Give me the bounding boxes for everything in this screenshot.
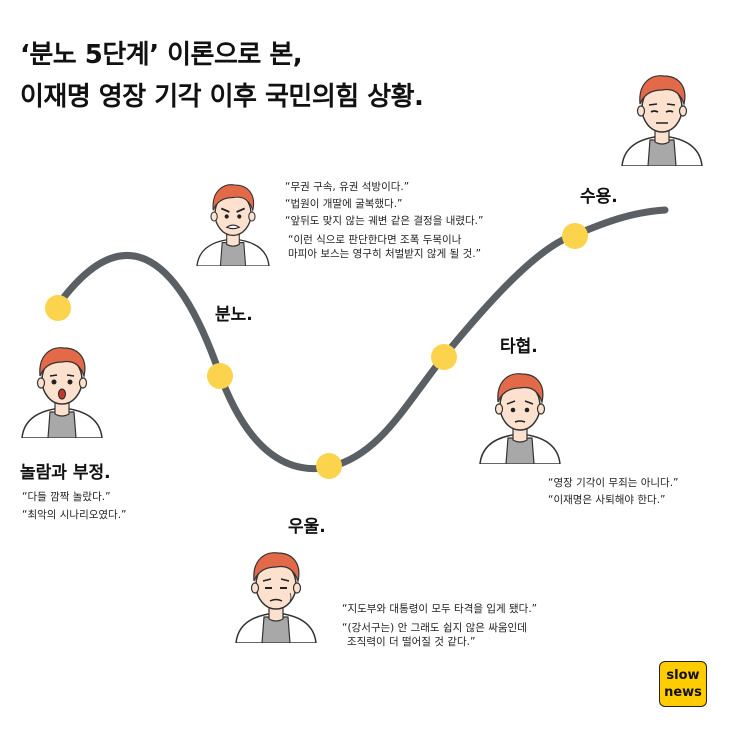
stage-dot-denial [45, 295, 71, 321]
quote-anger-3: “앞뒤도 맞지 않는 궤변 같은 결정을 내렸다.” [285, 215, 484, 227]
stage-label-bargaining: 타협. [500, 337, 538, 357]
slownews-logo: slow news [659, 661, 707, 707]
logo-line-2: news [664, 685, 702, 700]
stage-label-acceptance: 수용. [580, 187, 618, 207]
quote-anger-1: “무권 구속, 유권 석방이다.” [285, 181, 410, 193]
stage-label-denial: 놀람과 부정. [20, 463, 111, 483]
quote-denial-2: “최악의 시나리오였다.” [22, 509, 127, 521]
stage-label-depression: 우울. [288, 517, 326, 537]
stage-dot-acceptance [562, 223, 588, 249]
title-line-1: ‘분노 5단계’ 이론으로 본, [20, 40, 303, 70]
title-line-2: 이재명 영장 기각 이후 국민의힘 상황. [20, 82, 424, 112]
page-title: ‘분노 5단계’ 이론으로 본, 이재명 영장 기각 이후 국민의힘 상황. [20, 34, 424, 118]
stage-label-anger: 분노. [215, 305, 253, 325]
quote-bargaining-2: “이재명은 사퇴해야 한다.” [548, 494, 666, 506]
logo-line-1: slow [666, 668, 700, 683]
person-anger-illustration [188, 172, 278, 270]
quote-depression-2: “(강서구는) 안 그래도 쉽지 않은 싸움인데 [342, 622, 527, 634]
quote-denial-1: “다들 깜짝 놀랐다.” [22, 491, 111, 503]
quote-anger-2: “법원이 개딸에 굴복했다.” [285, 198, 403, 210]
person-denial-illustration [12, 336, 112, 440]
quote-anger-4: “이런 식으로 판단한다면 조폭 두목이나 [288, 234, 462, 246]
stage-dot-anger [207, 363, 233, 389]
quote-bargaining-1: “영장 기각이 무죄는 아니다.” [548, 477, 679, 489]
person-acceptance-illustration [612, 64, 712, 168]
quote-depression-1: “지도부와 대통령이 모두 타격을 입게 됐다.” [342, 603, 538, 615]
person-bargaining-illustration [470, 362, 570, 466]
person-depression-illustration [226, 540, 326, 646]
quote-depression-3: 조직력이 더 떨어질 것 같다.” [347, 636, 476, 648]
stage-dot-depression [316, 453, 342, 479]
quote-anger-5: 마피아 보스는 영구히 처벌받지 않게 될 것.” [288, 248, 482, 260]
stage-dot-bargaining [431, 344, 457, 370]
